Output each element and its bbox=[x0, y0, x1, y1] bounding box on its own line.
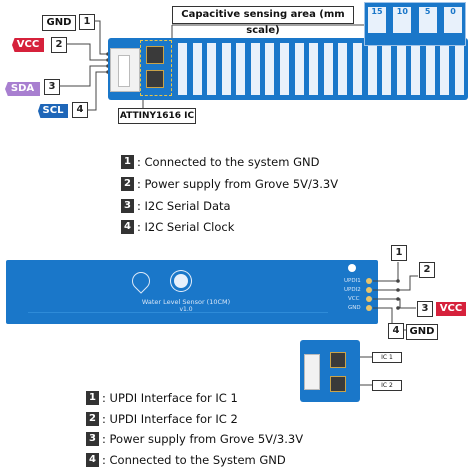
right-pin-number-2: 2 bbox=[419, 262, 435, 278]
test-pad-4 bbox=[366, 305, 372, 311]
right-pin-tag-vcc: VCC bbox=[436, 302, 466, 316]
legend-text: : Connected to the system GND bbox=[137, 155, 320, 169]
back-pcb: Water Level Sensor (10CM) v1.0 UPDI1 UPD… bbox=[6, 260, 378, 324]
legend-text: : UPDI Interface for IC 2 bbox=[102, 412, 238, 426]
pin-number-2: 2 bbox=[51, 37, 67, 53]
back-pcb-trace bbox=[28, 312, 328, 313]
legend-text: : I2C Serial Clock bbox=[137, 220, 235, 234]
legend-number: 4 bbox=[86, 453, 99, 467]
pin-tag-vcc: VCC bbox=[12, 38, 44, 52]
bottom-legend-row-2: 2 : UPDI Interface for IC 2 bbox=[86, 411, 238, 427]
ruler-mark-15: 15 bbox=[368, 7, 386, 33]
ruler-mark-5: 5 bbox=[418, 7, 437, 33]
legend-text: : Power supply from Grove 5V/3.3V bbox=[102, 432, 304, 446]
top-legend-row-1: 1 : Connected to the system GND bbox=[121, 154, 319, 170]
gear-icon bbox=[174, 274, 188, 288]
legend-text: : UPDI Interface for IC 1 bbox=[102, 391, 238, 405]
small-board bbox=[300, 340, 360, 402]
test-pad-2 bbox=[366, 287, 372, 293]
ic-chip-1 bbox=[146, 46, 164, 64]
front-diagram: GND 1 VCC 2 SDA 3 SCL 4 bbox=[0, 0, 474, 140]
pad-label-updi1: UPDI1 bbox=[344, 278, 361, 284]
bottom-legend-row-3: 3 : Power supply from Grove 5V/3.3V bbox=[86, 431, 303, 447]
legend-text: : Power supply from Grove 5V/3.3V bbox=[137, 177, 339, 191]
small-ic-2 bbox=[330, 376, 346, 392]
ic2-callout: IC 2 bbox=[372, 380, 402, 391]
legend-text: : Connected to the System GND bbox=[102, 453, 286, 467]
pad-label-gnd: GND bbox=[348, 305, 361, 311]
ic-label: ATTINY1616 IC bbox=[118, 108, 196, 124]
legend-number: 1 bbox=[121, 155, 134, 169]
top-legend-row-2: 2 : Power supply from Grove 5V/3.3V bbox=[121, 176, 338, 192]
silkscreen-version: v1.0 bbox=[179, 306, 193, 313]
pad-label-vcc: VCC bbox=[348, 296, 360, 302]
legend-text: : I2C Serial Data bbox=[137, 199, 231, 213]
electrode-strips bbox=[178, 43, 464, 95]
right-pin-tag-gnd: GND bbox=[406, 324, 438, 340]
pin-number-3: 3 bbox=[44, 79, 60, 95]
grove-connector bbox=[110, 48, 140, 92]
ruler-mark-0: 0 bbox=[443, 7, 462, 33]
legend-number: 2 bbox=[121, 177, 134, 191]
right-pin-number-3: 3 bbox=[417, 301, 433, 317]
mounting-hole bbox=[348, 264, 356, 272]
test-pad-1 bbox=[366, 278, 372, 284]
ruler-mark-10: 10 bbox=[393, 7, 412, 33]
pin-tag-sda: SDA bbox=[5, 82, 40, 96]
bottom-legend-row-1: 1 : UPDI Interface for IC 1 bbox=[86, 390, 238, 406]
right-pin-number-1: 1 bbox=[391, 245, 407, 261]
legend-number: 3 bbox=[121, 199, 134, 213]
sensing-area-label: Capacitive sensing area (mm scale) bbox=[172, 6, 354, 36]
right-pin-number-4: 4 bbox=[388, 323, 404, 339]
pin-number-1: 1 bbox=[79, 14, 95, 30]
small-board-connector bbox=[304, 354, 320, 390]
small-ic-1 bbox=[330, 352, 346, 368]
bottom-legend-row-4: 4 : Connected to the System GND bbox=[86, 452, 286, 468]
legend-number: 2 bbox=[86, 412, 99, 426]
silkscreen-title: Water Level Sensor (10CM) bbox=[141, 298, 231, 306]
ic-chip-2 bbox=[146, 70, 164, 88]
top-legend-row-3: 3 : I2C Serial Data bbox=[121, 198, 231, 214]
ic-highlight-box bbox=[140, 40, 172, 96]
pin-tag-scl: SCL bbox=[38, 104, 68, 118]
legend-number: 3 bbox=[86, 432, 99, 446]
legend-number: 1 bbox=[86, 391, 99, 405]
front-pcb bbox=[108, 38, 468, 100]
ic1-callout: IC 1 bbox=[372, 352, 402, 363]
top-legend-row-4: 4 : I2C Serial Clock bbox=[121, 219, 234, 235]
test-pad-3 bbox=[366, 296, 372, 302]
pad-label-updi2: UPDI2 bbox=[344, 287, 361, 293]
legend-number: 4 bbox=[121, 220, 134, 234]
pin-tag-gnd: GND bbox=[42, 15, 76, 31]
zoom-ruler-inset: 15 10 5 0 bbox=[364, 2, 466, 46]
